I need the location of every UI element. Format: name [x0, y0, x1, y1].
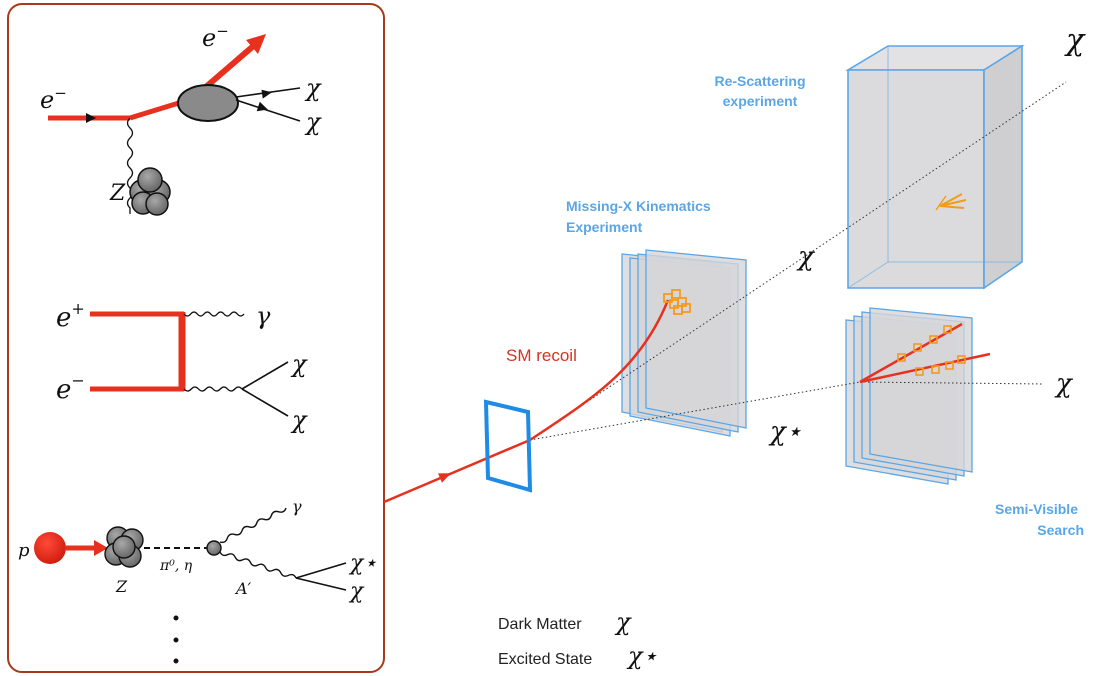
rescattering-detector — [845, 44, 1025, 290]
interaction-blob — [177, 84, 239, 122]
electron-in-label: e− — [40, 84, 67, 114]
semivisible-detector — [845, 307, 973, 485]
semivisible-track-lower — [859, 352, 991, 384]
photon-to-nucleus — [126, 117, 134, 214]
electron-out-label: e− — [202, 22, 229, 52]
chi-top-arrow-icon — [261, 89, 272, 99]
feynman-diagram-1: e− e− χ χ Z — [40, 22, 322, 216]
chi-bottom-line — [241, 388, 289, 417]
semivisible-label-line1: Semi-Visible — [995, 501, 1078, 517]
nucleus-label: Z — [115, 577, 128, 596]
electron-out-arrowhead-icon — [246, 34, 266, 54]
chi-bottom-arrow-icon — [256, 101, 268, 112]
chi-star-line — [295, 562, 347, 579]
chi-middle-label: χ — [796, 242, 816, 272]
sm-recoil-track — [529, 299, 670, 442]
nucleus-label: Z — [109, 181, 126, 206]
missing-x-detector — [621, 249, 747, 437]
chi-bottom-label: χ — [290, 406, 308, 434]
feynman-diagram-3: p Z π⁰, η γ A′ χ⋆ χ — [18, 497, 377, 604]
nucleus-icon — [104, 526, 144, 568]
electron-label: e− — [56, 371, 85, 405]
chi-line — [295, 577, 347, 591]
missing-x-label-line2: Experiment — [566, 219, 643, 235]
rescattering-label-line2: experiment — [723, 93, 798, 109]
chi-track-upper — [529, 81, 1067, 441]
chi-star-label: χ⋆ — [768, 417, 802, 447]
chi-top-label: χ — [290, 350, 308, 378]
rescattering-label-line1: Re-Scattering — [714, 73, 805, 89]
sm-recoil-label: SM recoil — [506, 346, 577, 365]
target-icon — [483, 399, 533, 493]
beam-arrow-icon — [438, 473, 452, 483]
photon-label: γ — [256, 302, 271, 330]
chi-top-line — [241, 361, 289, 390]
chi-label: χ — [348, 579, 365, 604]
dotted-tracks — [529, 81, 1067, 441]
chi-bottom-label: χ — [304, 108, 322, 136]
meson-label: π⁰, η — [159, 558, 193, 574]
dark-photon-label: A′ — [234, 579, 252, 598]
semivisible-label-line2: Search — [1037, 522, 1084, 538]
legend-excited-state-symbol: χ⋆ — [626, 642, 658, 670]
proton-icon — [34, 532, 66, 564]
legend-excited-state-label: Excited State — [498, 651, 592, 668]
proton-beam-arrowhead-icon — [94, 540, 108, 556]
positron-label: e+ — [56, 299, 85, 333]
legend-dark-matter-label: Dark Matter — [498, 616, 582, 633]
electron-in-arrow-icon — [86, 113, 96, 123]
electron-to-blob-line — [129, 99, 183, 121]
mediator-line — [183, 386, 243, 392]
chi-right-label: χ — [1054, 369, 1074, 399]
photon-out-line — [183, 311, 245, 317]
chi-star-label: χ⋆ — [348, 551, 377, 576]
chi-bottom-line — [235, 99, 301, 122]
panel-border — [7, 3, 385, 673]
photon-label: γ — [292, 497, 302, 516]
electron-out-line — [198, 39, 260, 95]
missing-x-hits-icon — [663, 289, 691, 315]
missing-x-label-line1: Missing-X Kinematics — [566, 198, 711, 214]
incoming-beam — [383, 438, 531, 504]
legend-dark-matter-symbol: χ — [614, 608, 632, 636]
chi-track-right — [859, 381, 1045, 385]
dark-photon-line — [219, 551, 297, 579]
legend: Dark Matter χ Excited State χ⋆ — [498, 608, 658, 670]
chi-top-label: χ — [304, 74, 322, 102]
photon-out-line — [219, 507, 287, 544]
feynman-diagram-2: e+ e− γ χ χ — [56, 299, 308, 434]
proton-label: p — [18, 540, 30, 561]
semivisible-hits-icon — [897, 325, 966, 376]
chi-far-top-label: χ — [1064, 23, 1086, 58]
decay-vertex-icon — [206, 540, 222, 556]
nucleus-icon — [129, 167, 171, 216]
rescatter-hit-icon — [935, 193, 967, 211]
vertical-ellipsis-icon — [173, 615, 179, 664]
feynman-panel: e− e− χ χ Z e+ e− γ χ χ — [7, 3, 385, 673]
